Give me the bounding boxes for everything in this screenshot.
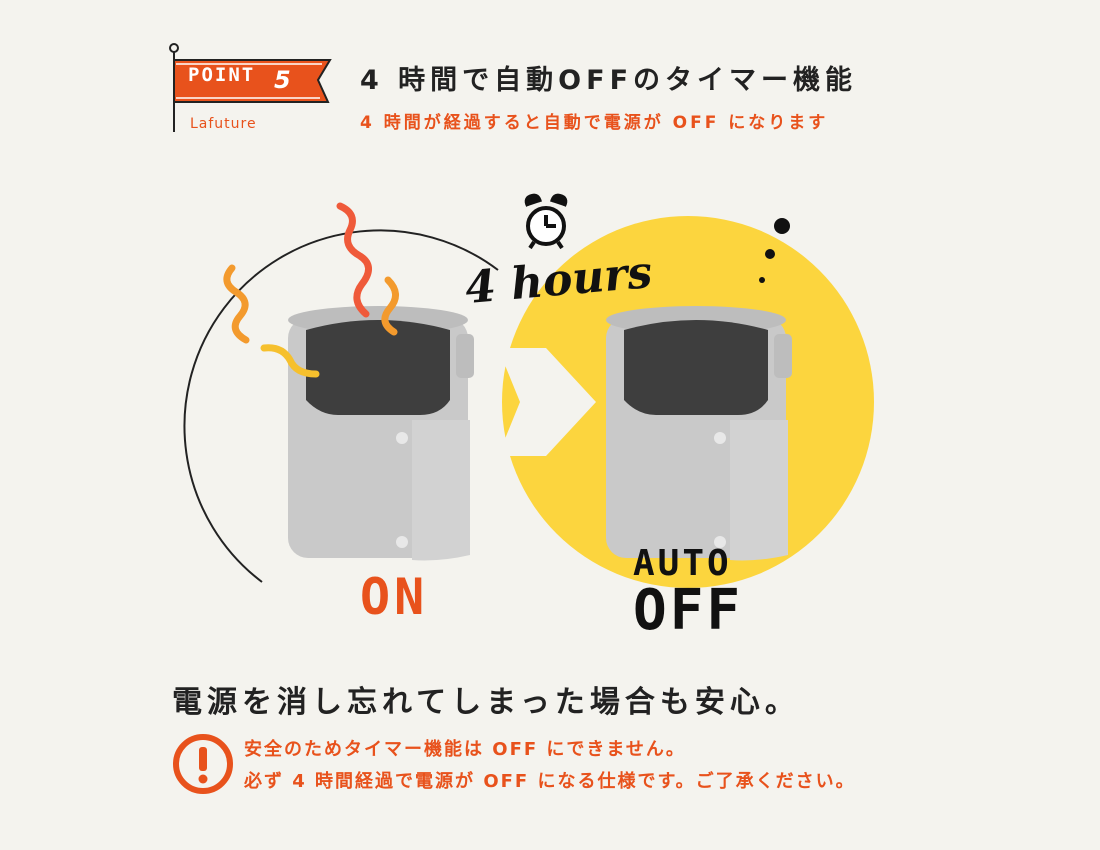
badge-point-label: POINT bbox=[188, 64, 256, 86]
heater-off-icon bbox=[606, 306, 792, 561]
heat-wave-icon bbox=[223, 202, 399, 378]
warning-icon bbox=[173, 734, 233, 794]
arrow-right-icon bbox=[498, 348, 596, 456]
note-line-1: 安全のためタイマー機能は OFF にできません。 bbox=[244, 739, 686, 760]
alarm-clock-icon bbox=[524, 193, 568, 250]
timer-illustration bbox=[183, 193, 874, 588]
footer-headline: 電源を消し忘れてしまった場合も安心。 bbox=[172, 685, 800, 720]
page-subtitle: 4 時間が経過すると自動で電源が OFF になります bbox=[360, 113, 829, 133]
heater-on-icon bbox=[288, 306, 474, 561]
sleep-dots-icon bbox=[759, 218, 790, 283]
flag-badge-icon bbox=[169, 43, 332, 132]
off-label: OFF bbox=[633, 578, 744, 643]
badge-brand: Lafuture bbox=[190, 116, 257, 132]
on-label: ON bbox=[360, 568, 429, 626]
auto-label: AUTO bbox=[633, 543, 732, 584]
page-title: 4 時間で自動OFFのタイマー機能 bbox=[360, 65, 858, 96]
note-line-2: 必ず 4 時間経過で電源が OFF になる仕様です。ご了承ください。 bbox=[244, 771, 856, 792]
timer-arc bbox=[183, 229, 499, 583]
badge-point-number: 5 bbox=[274, 66, 291, 94]
